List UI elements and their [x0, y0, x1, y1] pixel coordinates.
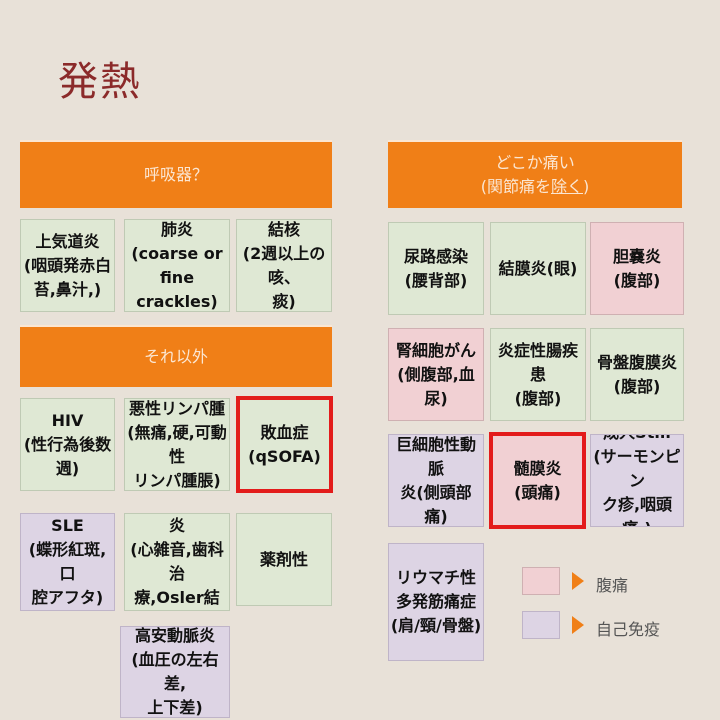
legend-swatch-autoimmune	[522, 611, 560, 639]
box-renal-cell-carcinoma: 腎細胞がん (側腹部,血尿)	[388, 328, 484, 421]
legend-label-autoimmune: 自己免疫	[596, 620, 661, 639]
header-pain-line1: どこか痛い	[495, 153, 575, 172]
legend-arrow-pain-icon	[572, 572, 584, 590]
box-inflammatory-bowel-disease: 炎症性腸疾患 (腹部)	[490, 328, 586, 421]
box-conjunctivitis: 結膜炎(眼)	[490, 222, 586, 315]
box-hiv: HIV (性行為後数 週)	[20, 398, 115, 491]
box-cholecystitis: 胆嚢炎 (腹部)	[590, 222, 684, 315]
box-pelvic-peritonitis: 骨盤腹膜炎 (腹部)	[590, 328, 684, 421]
box-sle: SLE (蝶形紅斑,口 腔アフタ)	[20, 513, 115, 611]
header-pain: どこか痛い (関節痛を除く)	[388, 140, 682, 208]
box-pneumonia: 肺炎 (coarse or fine crackles)	[124, 219, 230, 312]
header-other: それ以外	[20, 325, 332, 387]
box-upper-respiratory-infection: 上気道炎 (咽頭発赤白 苔,鼻汁,)	[20, 219, 115, 312]
box-infective-endocarditis: 感染性心内膜炎 (心雑音,歯科治 療,Osler結節)	[124, 513, 230, 611]
page-title: 発熱	[58, 59, 142, 105]
box-giant-cell-arteritis: 巨細胞性動脈 炎(側頭部痛)	[388, 434, 484, 527]
box-adult-still-disease: 成人Still (サーモンピン ク疹,咽頭痛,)	[590, 434, 684, 527]
box-sepsis: 敗血症 (qSOFA)	[236, 396, 333, 493]
header-pain-line2-post: )	[583, 177, 590, 196]
header-pain-line2-underlined: 除く	[550, 177, 583, 196]
box-tuberculosis: 結核 (2週以上の咳、 痰)	[236, 219, 332, 312]
header-pain-line2: (関節痛を除く)	[481, 175, 590, 199]
box-malignant-lymphoma: 悪性リンパ腫 (無痛,硬,可動性 リンパ腫脹)	[124, 398, 230, 491]
box-takayasu-arteritis: 高安動脈炎 (血圧の左右差, 上下差)	[120, 626, 230, 718]
box-drug-induced: 薬剤性	[236, 513, 332, 606]
header-pain-line2-pre: (関節痛を	[480, 177, 551, 196]
box-urinary-tract-infection: 尿路感染 (腰背部)	[388, 222, 484, 315]
box-polymyalgia-rheumatica: リウマチ性 多発筋痛症 (肩/頸/骨盤)	[388, 543, 484, 661]
legend-swatch-pain	[522, 567, 560, 595]
legend-arrow-autoimmune-icon	[572, 616, 584, 634]
box-meningitis: 髄膜炎 (頭痛)	[489, 432, 586, 529]
header-respiratory: 呼吸器？	[20, 140, 332, 208]
legend-label-pain: 腹痛	[596, 576, 629, 595]
